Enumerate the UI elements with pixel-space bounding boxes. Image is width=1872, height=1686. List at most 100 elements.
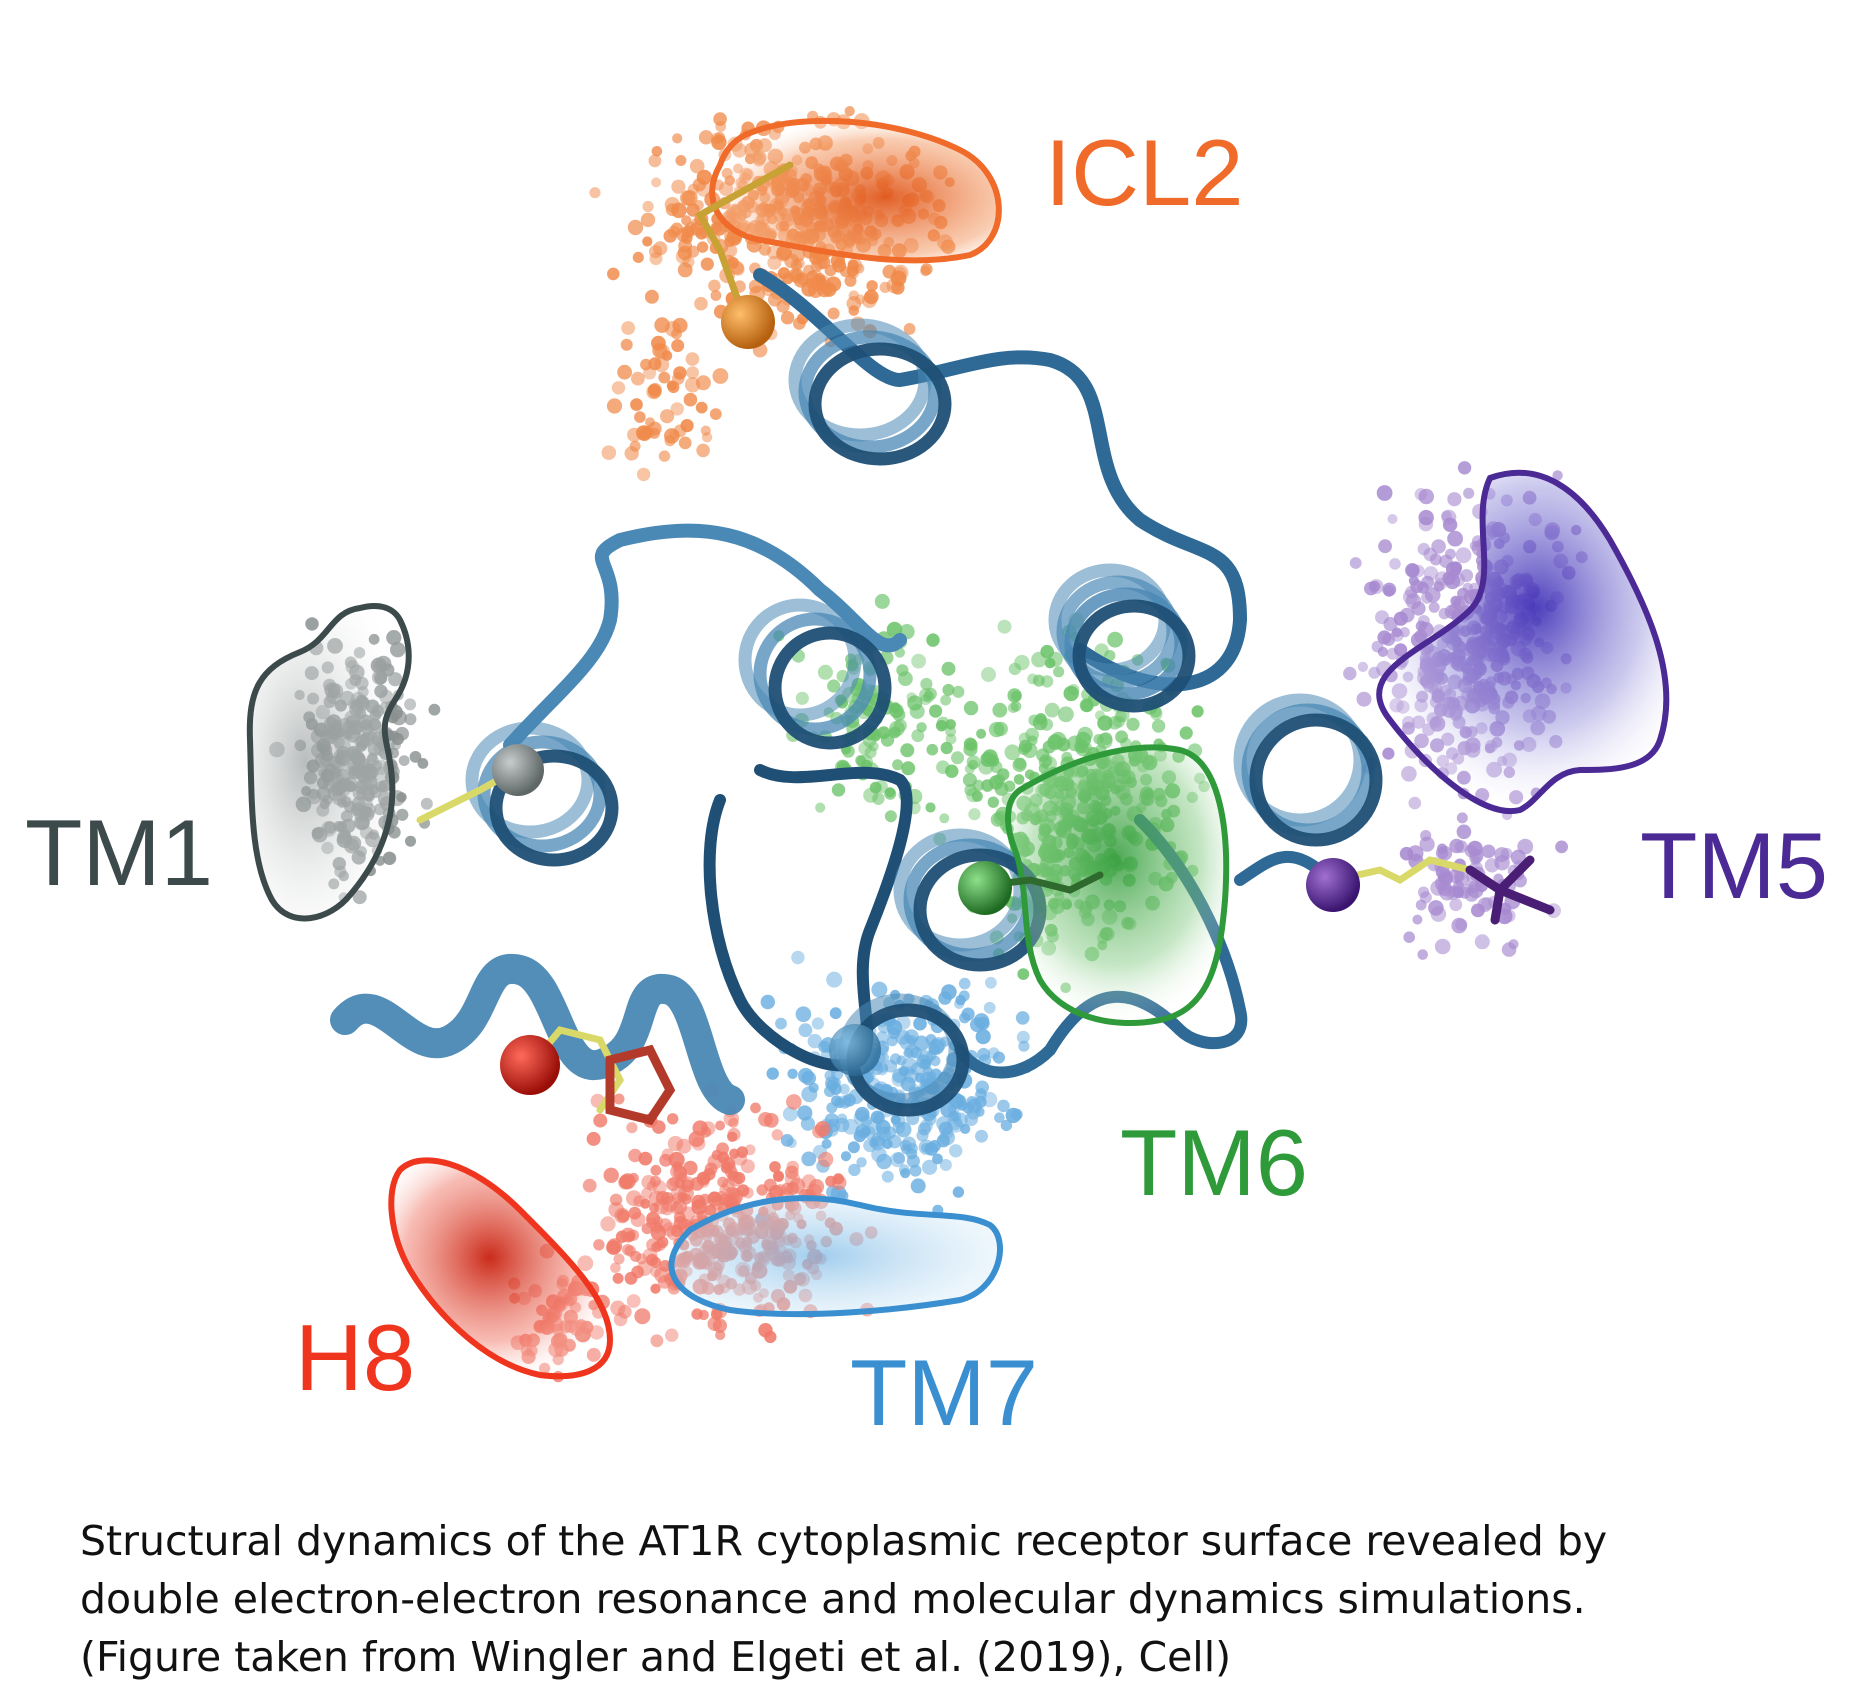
anchor-tm5 [1306,858,1360,912]
cloud-point-tm6 [963,742,978,757]
cloud-point-icl2 [782,272,794,285]
cloud-point-icl2 [780,311,795,325]
cloud-point-icl2 [708,279,721,292]
cloud-point-icl2 [671,179,686,194]
cloud-point-h8 [688,1131,705,1147]
tm6-density [1005,744,1230,1026]
cloud-point-tm6 [795,691,809,705]
cloud-point-tm5 [1510,849,1526,865]
cloud-point-h8 [691,1199,707,1215]
cloud-point-tm6 [936,716,950,730]
linker-tm5 [1331,856,1474,885]
cloud-point-tm5 [1408,575,1419,586]
cloud-point-tm6 [884,810,897,823]
cloud-point-tm6 [994,782,1009,796]
cloud-point-tm7 [831,1095,843,1107]
cloud-point-tm6 [1076,742,1087,754]
cloud-point-h8 [674,1177,686,1189]
cloud-point-h8 [825,1175,837,1187]
cloud-point-tm6 [1028,714,1040,726]
cloud-point-h8 [727,1131,738,1143]
h8-density [388,1157,614,1380]
cloud-point-h8 [672,1161,683,1172]
cloud-point-h8 [612,1272,624,1284]
cloud-point-tm7 [876,1153,892,1170]
cloud-point-tm5 [1430,906,1447,922]
cloud-point-h8 [740,1159,755,1174]
cloud-point-tm7 [941,984,957,1000]
cloud-point-icl2 [640,212,656,228]
cloud-point-h8 [744,1144,756,1156]
tm1-density-outline [246,603,412,922]
cloud-point-tm7 [881,1170,894,1183]
cloud-point-tm6 [997,768,1010,781]
label-tm5: TM5 [1640,813,1828,918]
cloud-point-tm7 [871,981,888,998]
cloud-point-tm7 [892,1068,907,1083]
cloud-point-h8 [769,1161,781,1173]
cloud-point-tm5 [1412,914,1423,925]
cloud-point-tm6 [842,744,855,758]
cloud-point-tm7 [955,994,966,1006]
cloud-point-h8 [646,1180,658,1192]
cloud-point-tm5 [1377,630,1392,645]
cloud-point-tm5 [1403,931,1415,943]
cloud-point-tm7 [893,1152,905,1164]
cloud-point-tm7 [818,1040,830,1053]
cloud-point-tm5 [1477,897,1493,912]
cloud-point-icl2 [892,264,909,281]
cloud-point-tm5 [1435,846,1449,860]
cloud-point-h8 [764,1330,777,1344]
cloud-point-tm5 [1418,488,1435,505]
cloud-point-icl2 [651,146,663,157]
cloud-point-tm6 [981,779,994,792]
cloud-point-icl2 [658,371,671,384]
cloud-point-icl2 [695,375,711,391]
cloud-point-tm5 [1499,902,1512,915]
cloud-point-tm5 [1420,830,1432,842]
cloud-point-h8 [626,1294,641,1308]
helix-tm2-turn [788,318,932,442]
cloud-point-tm6 [817,664,833,680]
cloud-point-tm6 [993,721,1008,737]
cloud-point-tm7 [977,1047,991,1061]
cloud-point-icl2 [723,243,738,258]
cloud-point-tm5 [1376,485,1393,501]
cloud-point-h8 [582,1178,597,1193]
cloud-point-tm5 [1552,470,1563,481]
cloud-point-icl2 [696,241,709,253]
cloud-point-h8 [645,1253,659,1266]
cloud-point-icl2 [814,272,826,285]
cloud-point-tm5 [1508,939,1519,950]
cloud-point-icl2 [654,357,670,373]
cloud-point-h8 [683,1160,698,1176]
cloud-point-h8 [630,1212,646,1228]
cloud-point-tm7 [932,1153,943,1165]
cloud-point-tm6 [1027,673,1038,685]
cloud-point-icl2 [846,265,859,277]
cloud-point-tm5 [1469,540,1480,552]
cloud-point-icl2 [709,408,722,420]
cloud-point-tm1 [396,792,407,803]
cloud-point-h8 [657,1275,672,1289]
helix-tm4 [1048,563,1196,713]
cloud-point-tm7 [939,1159,952,1171]
helix-tm6-turn [893,828,1027,952]
cloud-point-tm5 [1408,796,1422,810]
anchor-icl2 [721,295,775,349]
cloud-point-tm7 [909,1164,922,1177]
cloud-point-tm5 [1449,898,1463,912]
loop-icl2 [753,268,1248,692]
cloud-point-icl2 [636,425,652,441]
cloud-point-tm5 [1399,627,1410,638]
helix-tm5-turn [1249,713,1383,847]
cloud-point-icl2 [768,292,782,307]
cloud-point-tm5 [1423,566,1439,581]
cloud-point-tm6 [1018,743,1030,756]
cloud-point-tm5 [1417,949,1428,960]
cloud-point-tm7 [836,1113,848,1125]
cloud-point-tm5 [1393,611,1408,626]
helix-tm4-turn [1072,599,1196,713]
cloud-point-icl2 [696,169,712,185]
cloud-point-tm5 [1429,553,1442,566]
